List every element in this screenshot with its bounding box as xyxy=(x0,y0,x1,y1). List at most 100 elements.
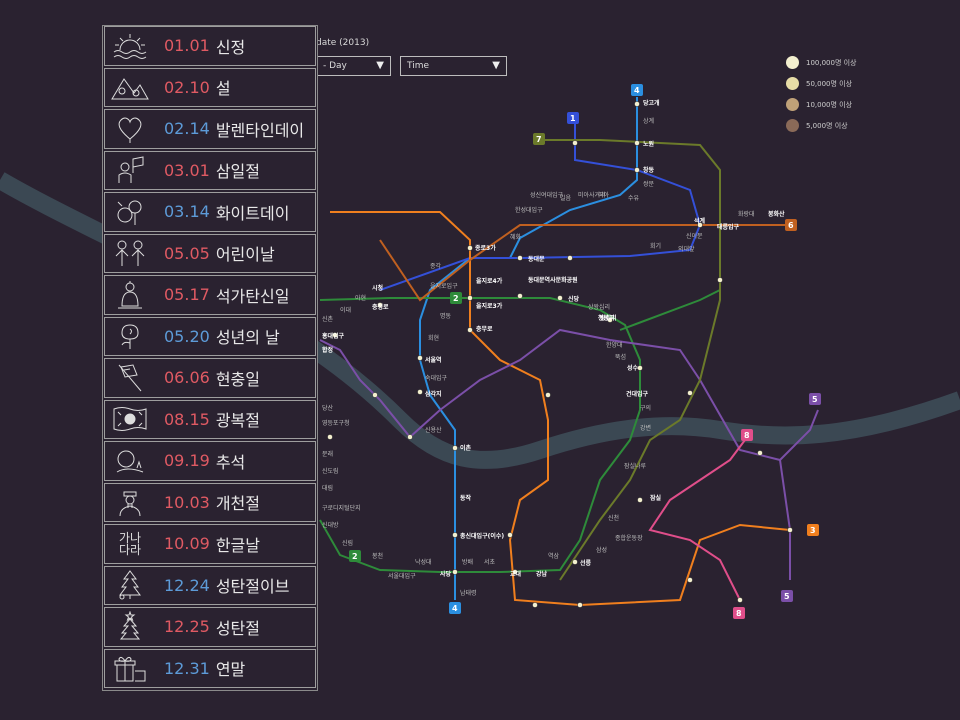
holiday-item-childrensday[interactable]: 05.05 어린이날 xyxy=(104,233,316,273)
holiday-item-valentine[interactable]: 02.14 발렌타인데이 xyxy=(104,109,316,149)
station-dot xyxy=(467,295,473,301)
date-selector-title: date (2013) xyxy=(316,38,370,48)
holiday-item-seollal[interactable]: 02.10 설 xyxy=(104,67,316,107)
svg-text:2: 2 xyxy=(453,294,459,303)
holiday-item-samiljeol[interactable]: 03.01 삼일절 xyxy=(104,150,316,190)
station-label: 동대문 xyxy=(528,255,545,263)
sunrise-icon xyxy=(110,31,150,61)
station-label: 뚝섬 xyxy=(615,353,626,361)
svg-text:5: 5 xyxy=(784,592,790,601)
holiday-item-buddhasbirthday[interactable]: 05.17 석가탄신일 xyxy=(104,275,316,315)
holiday-item-hangulday[interactable]: 가나 다라 10.09 한글날 xyxy=(104,524,316,564)
station-label: 삼성 xyxy=(596,546,607,554)
station-dot xyxy=(787,527,793,533)
station-label: 회현 xyxy=(428,334,439,342)
day-select[interactable]: - Day ▼ xyxy=(316,56,391,76)
svg-text:8: 8 xyxy=(744,431,750,440)
line-8-badge: 8 xyxy=(741,429,753,441)
holiday-name: 개천절 xyxy=(215,494,260,514)
children-icon xyxy=(110,238,150,268)
line-1-badge: 1 xyxy=(567,112,579,124)
station-label: 종로3가 xyxy=(475,244,496,252)
svg-text:7: 7 xyxy=(536,135,542,144)
station-dot xyxy=(452,569,458,575)
svg-text:6: 6 xyxy=(788,221,794,230)
station-label: 서울대입구 xyxy=(388,572,416,580)
dangun-icon xyxy=(110,487,150,517)
gift-icon xyxy=(110,653,150,683)
legend-swatch xyxy=(786,119,799,132)
holiday-item-comingofageday[interactable]: 05.20 성년의 날 xyxy=(104,316,316,356)
holiday-name: 연말 xyxy=(215,660,246,680)
station-dot xyxy=(737,597,743,603)
station-dot xyxy=(417,355,423,361)
holiday-item-chuseok[interactable]: 09.19 추석 xyxy=(104,441,316,481)
station-markers xyxy=(327,101,793,608)
station-label: 신용산 xyxy=(425,426,442,434)
line-7-badge: 7 xyxy=(533,133,545,145)
station-label: 서초 xyxy=(484,558,496,566)
time-select[interactable]: Time ▼ xyxy=(400,56,507,76)
station-label: 혜화 xyxy=(510,233,522,241)
holiday-name: 성탄절 xyxy=(215,618,260,638)
station-label: 신이문 xyxy=(686,232,703,240)
station-labels: 당고개 상계 노원 창동 쌍문 수유 미아 미아사거리 길음 성신여대입구 한성… xyxy=(322,99,785,597)
station-label: 상계 xyxy=(643,117,654,125)
station-label: 이대 xyxy=(340,306,351,314)
moon-icon xyxy=(110,446,150,476)
station-dot xyxy=(512,569,518,575)
station-label: 낙성대 xyxy=(415,558,432,566)
station-dot xyxy=(417,389,423,395)
holiday-item-yearend[interactable]: 12.31 연말 xyxy=(104,648,316,688)
holiday-name: 추석 xyxy=(215,452,246,472)
holiday-date: 05.05 xyxy=(164,243,210,263)
station-dot xyxy=(637,497,643,503)
station-label: 총신대입구(이수) xyxy=(460,532,504,540)
holiday-item-newyear[interactable]: 01.01 신정 xyxy=(104,26,316,66)
station-label: 종각 xyxy=(430,263,442,270)
station-dot xyxy=(572,559,578,565)
station-label: 을지로4가 xyxy=(476,277,503,285)
station-label: 홍대입구 xyxy=(322,332,345,340)
station-label: 잠실나루 xyxy=(624,462,647,470)
holiday-item-foundationday[interactable]: 10.03 개천절 xyxy=(104,482,316,522)
svg-text:8: 8 xyxy=(736,609,742,618)
station-label: 상왕십리 xyxy=(588,303,610,311)
buddha-icon xyxy=(110,280,150,310)
station-label: 을지로3가 xyxy=(476,302,503,310)
station-label: 충정로 xyxy=(372,303,389,311)
line-4-badge: 4 xyxy=(449,602,461,614)
line-6-badge: 6 xyxy=(785,219,797,231)
line-4-badge: 4 xyxy=(631,84,643,96)
holiday-item-liberationday[interactable]: 08.15 광복절 xyxy=(104,399,316,439)
legend-item: 50,000명 이상 xyxy=(786,73,857,94)
station-label: 명동 xyxy=(440,312,452,320)
station-label: 서울역 xyxy=(425,356,442,364)
station-label: 강남 xyxy=(536,570,548,578)
station-dot xyxy=(372,392,378,398)
station-dot xyxy=(577,602,583,608)
line-2-badge: 2 xyxy=(349,550,361,562)
line-2-badge: 2 xyxy=(450,292,462,304)
station-label: 봉화산 xyxy=(768,210,785,218)
line-3-track xyxy=(330,211,791,607)
holiday-item-whiteday[interactable]: 03.14 화이트데이 xyxy=(104,192,316,232)
line-1-track xyxy=(379,115,702,291)
station-dot xyxy=(467,327,473,333)
station-label: 청량리 xyxy=(598,314,615,322)
station-label: 이촌 xyxy=(460,444,472,452)
station-label: 동대문역사문화공원 xyxy=(528,276,578,284)
holiday-item-memorialday[interactable]: 06.06 현충일 xyxy=(104,358,316,398)
holiday-item-christmaseve[interactable]: 12.24 성탄절이브 xyxy=(104,565,316,605)
station-dot xyxy=(532,602,538,608)
svg-text:4: 4 xyxy=(634,86,640,95)
holiday-name: 삼일절 xyxy=(215,162,260,182)
rose-icon xyxy=(110,321,150,351)
station-label: 당산 xyxy=(322,404,334,412)
line-5-track xyxy=(319,328,819,580)
holiday-item-christmas[interactable]: 12.25 성탄절 xyxy=(104,607,316,647)
legend-swatch xyxy=(786,77,799,90)
station-label: 길음 xyxy=(560,194,572,202)
flag-waving-icon xyxy=(110,155,150,185)
